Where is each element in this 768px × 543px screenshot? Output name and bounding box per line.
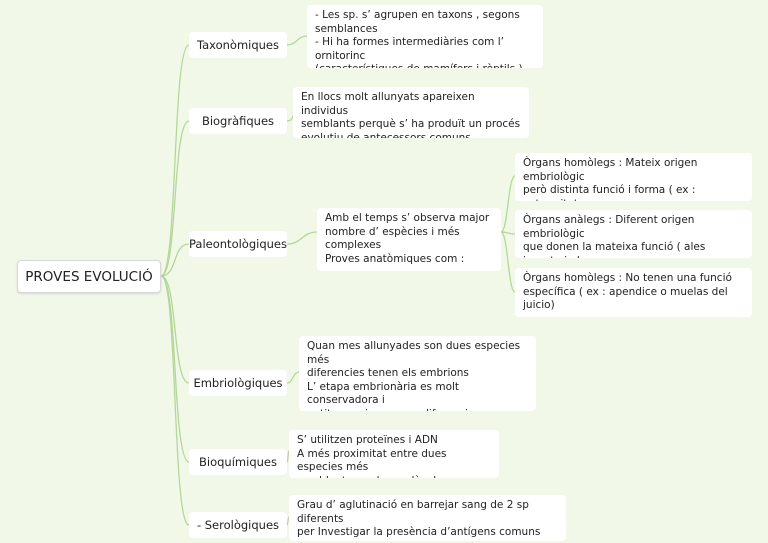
branch-paleontologiques[interactable]: Paleontològiques: [189, 231, 287, 257]
root-to-embriologiques-line: [160, 275, 190, 384]
root-node[interactable]: PROVES EVOLUCIÓ: [17, 260, 161, 293]
anatomical-homologs[interactable]: Òrgans homòlegs : Mateix origen embriolò…: [515, 153, 752, 201]
branch-serologiques[interactable]: - Serològiques: [189, 512, 287, 538]
branch-4-to-detail-line: [286, 371, 300, 384]
branch-1-to-detail-line: [286, 35, 308, 46]
detail-serologiques[interactable]: Grau d’ aglutinació en barrejar sang de …: [289, 495, 566, 541]
paleo-to-analegs-line: [500, 231, 516, 235]
root-to-bioquimiques-line: [160, 275, 190, 463]
root-to-serologiques-line: [160, 275, 190, 526]
anatomical-analegs[interactable]: Òrgans anàlegs : Diferent origen embriol…: [515, 210, 752, 258]
detail-embriologiques[interactable]: Quan mes allunyades son dues especies mé…: [299, 336, 536, 411]
branch-5-to-detail-line: [286, 450, 290, 463]
branch-biografiques[interactable]: Biogràfiques: [189, 108, 287, 134]
root-to-taxonomiques-line: [160, 44, 190, 277]
branch-embriologiques[interactable]: Embriològiques: [189, 370, 287, 396]
branch-bioquimiques[interactable]: Bioquímiques: [189, 449, 287, 475]
detail-paleontologiques[interactable]: Amb el temps s’ observa major nombre d’ …: [317, 208, 501, 271]
paleo-to-homologs-line: [500, 175, 516, 233]
root-to-paleontologiques-line: [160, 243, 190, 277]
detail-bioquimiques[interactable]: S’ utilitzen proteïnes i ADN A més proxi…: [289, 430, 499, 478]
anatomical-vestigial[interactable]: Òrgans homòlegs : No tenen una funció es…: [515, 268, 752, 317]
paleo-to-vestigial-line: [500, 231, 516, 293]
branch-3-to-detail-line: [286, 231, 318, 245]
detail-taxonomiques[interactable]: - Les sp. s’ agrupen en taxons , segons …: [307, 5, 543, 68]
root-to-biografiques-line: [160, 120, 190, 277]
branch-taxonomiques[interactable]: Taxonòmiques: [189, 32, 287, 58]
detail-biografiques[interactable]: En llocs molt allunyats apareixen indivi…: [293, 87, 529, 138]
branch-6-to-detail-line: [286, 516, 290, 526]
